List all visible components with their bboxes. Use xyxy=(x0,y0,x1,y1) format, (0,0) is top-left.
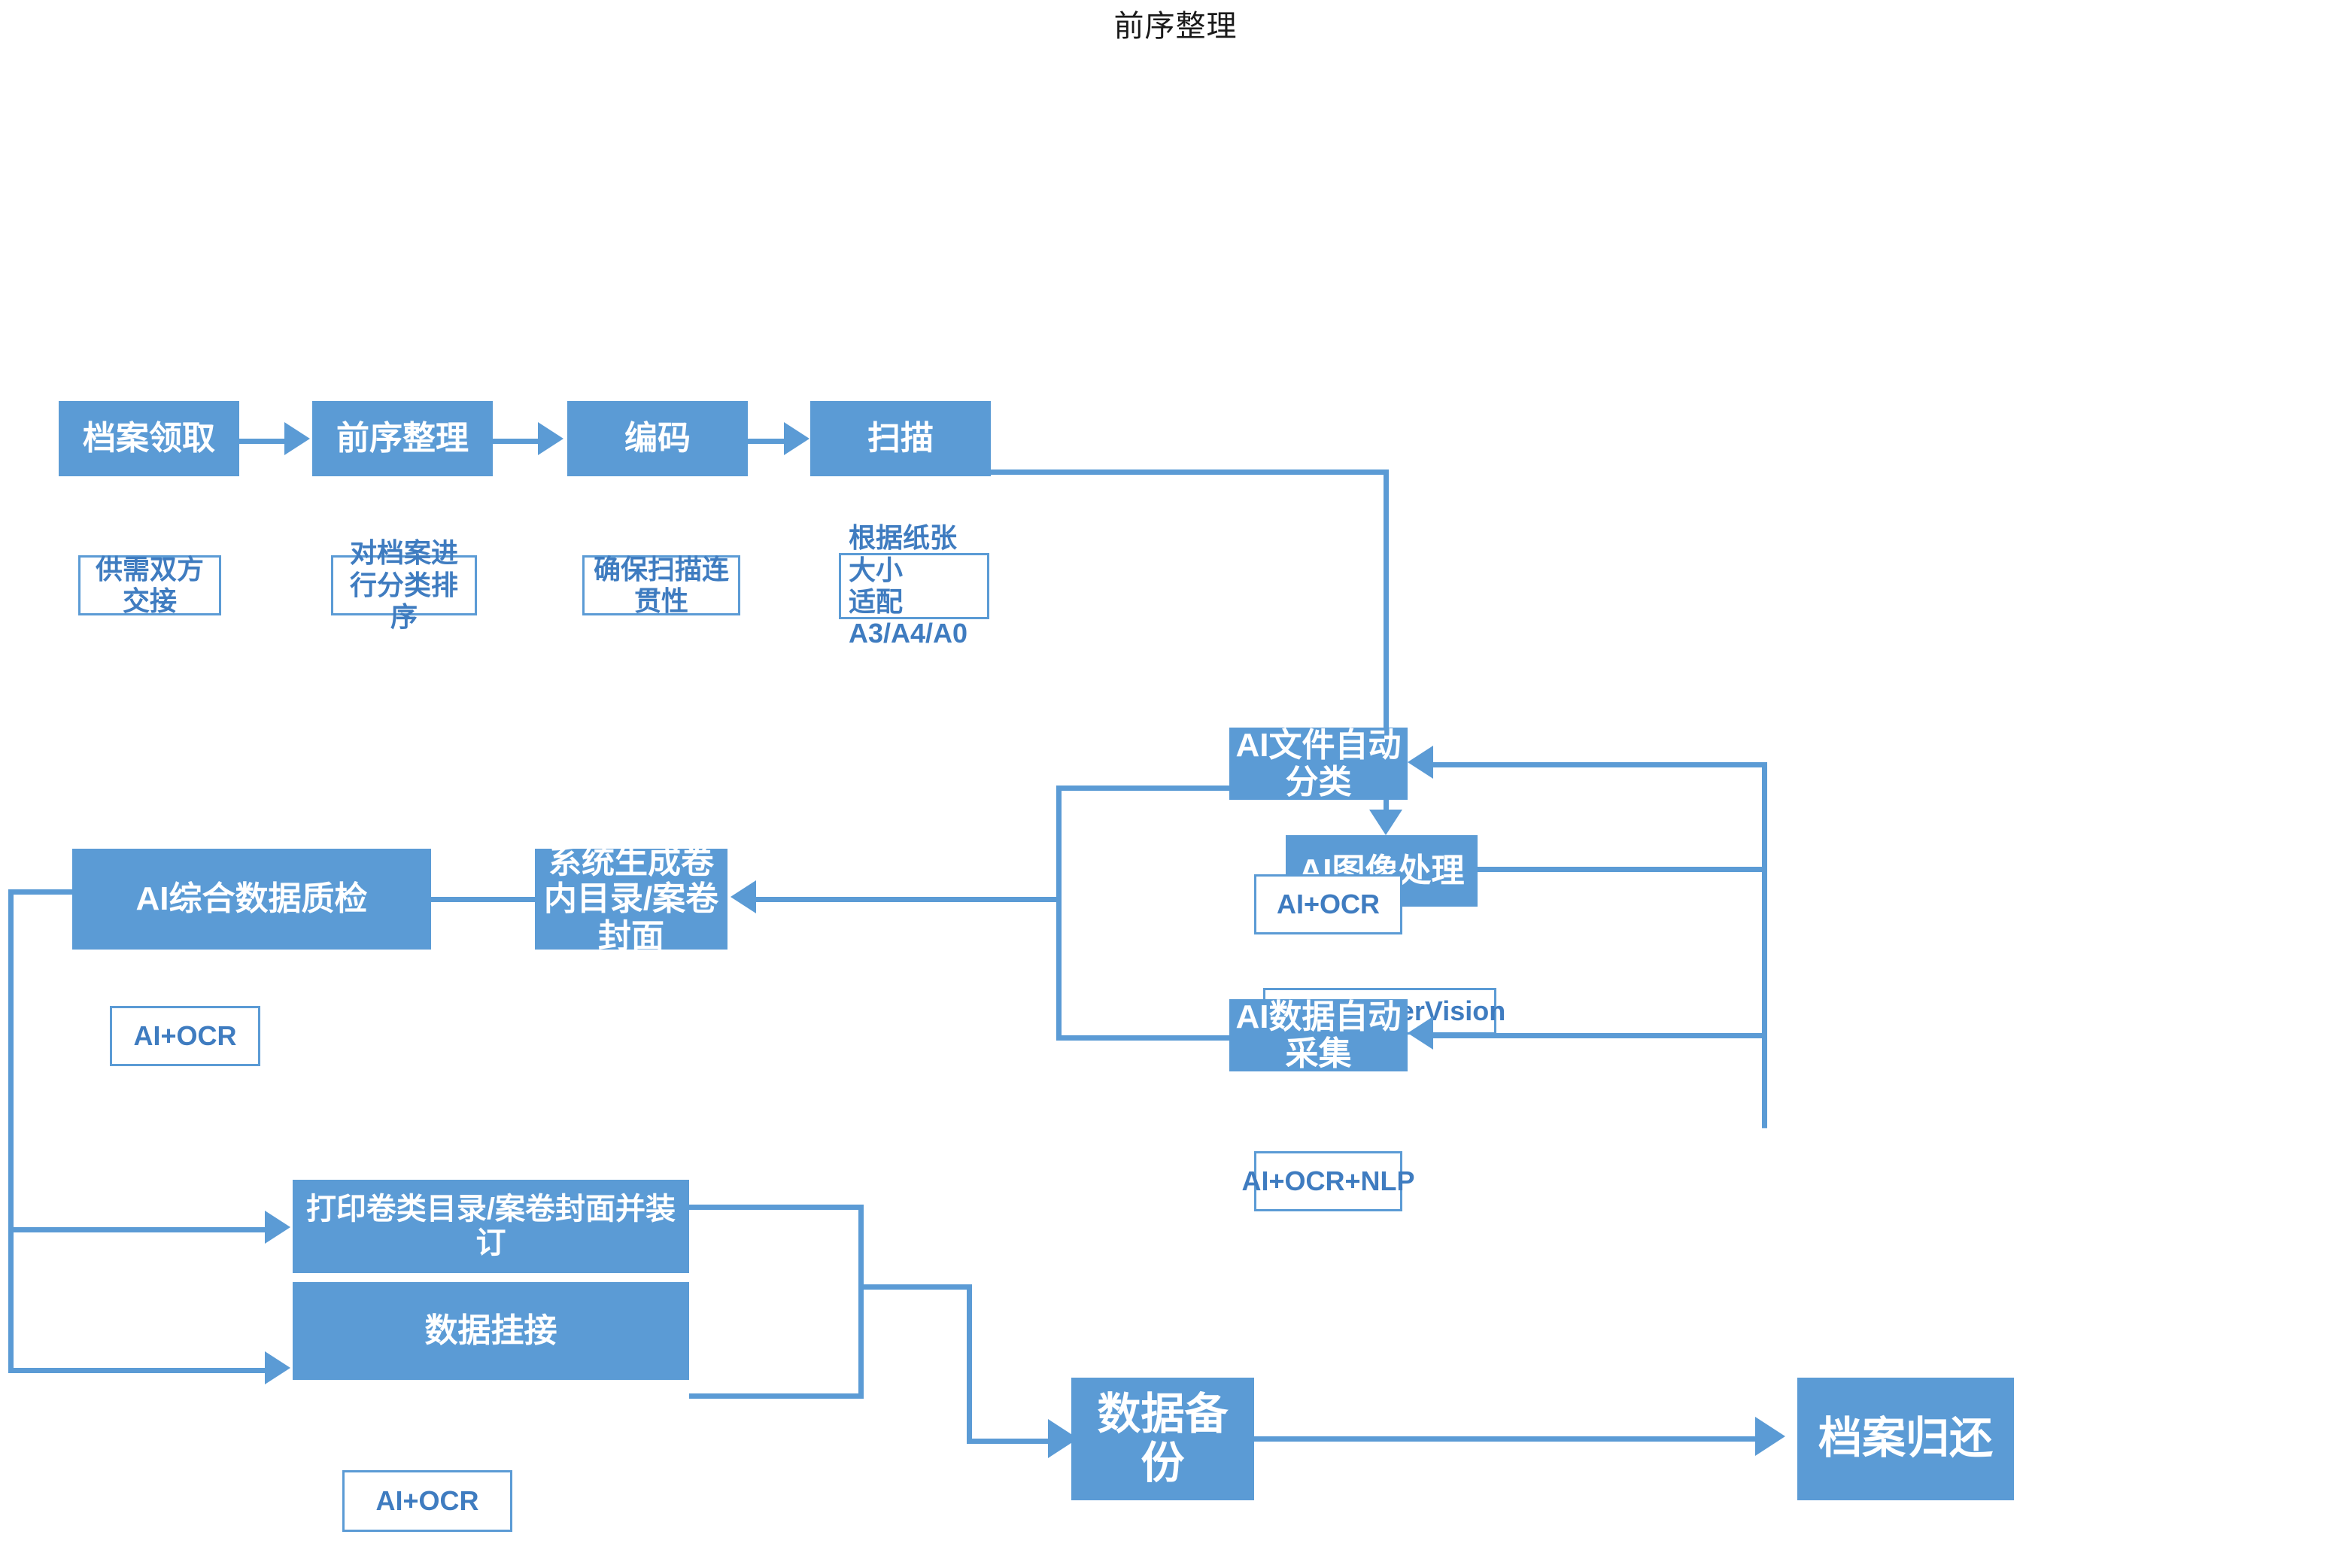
arrowhead-to-print-bind xyxy=(265,1211,290,1244)
caption-data-mount: AI+OCR xyxy=(342,1470,512,1532)
node-archive-receive[interactable]: 档案领取 xyxy=(59,401,239,476)
connector-lower-bus-right xyxy=(858,1284,972,1290)
connector-scan-right xyxy=(991,469,1389,475)
node-encoding[interactable]: 编码 xyxy=(567,401,748,476)
connector-catalog-to-qc xyxy=(431,897,536,902)
arrowhead-to-data-mount xyxy=(265,1351,290,1384)
caption-ai-data-capture: AI+OCR+NLP xyxy=(1241,1151,1415,1211)
connector-bus-to-mount xyxy=(8,1368,268,1373)
node-ai-data-qc[interactable]: AI综合数据质检 xyxy=(72,849,431,950)
connector-presort-to-encoding xyxy=(493,439,539,444)
arrowhead-to-ai-file-classify xyxy=(1408,746,1433,779)
connector-bus-to-catalog xyxy=(756,897,1059,902)
arrowhead-presort-to-encoding xyxy=(538,422,563,455)
connector-left-bus xyxy=(8,889,14,1372)
connector-classify-left xyxy=(1056,786,1232,791)
connector-bus-to-print xyxy=(8,1227,268,1232)
connector-bus-to-capture xyxy=(1433,1033,1764,1038)
connector-into-backup xyxy=(967,1439,1051,1444)
arrowhead-scan-to-ai-image xyxy=(1369,810,1402,835)
connector-bus-to-classify xyxy=(1433,762,1764,767)
node-data-backup[interactable]: 数据备份 xyxy=(1071,1378,1254,1500)
node-archive-return[interactable]: 档案归还 xyxy=(1797,1378,2014,1500)
node-ai-file-classify[interactable]: AI文件自动分类 xyxy=(1229,727,1408,801)
arrowhead-to-archive-return xyxy=(1755,1417,1785,1456)
caption-scan-line2: 适配A3/A4/A0 xyxy=(849,586,968,649)
connector-print-right xyxy=(689,1205,864,1210)
connector-scan-down xyxy=(1384,469,1389,812)
node-data-mount[interactable]: 数据挂接 xyxy=(293,1282,689,1380)
page-title: 前序整理 xyxy=(1113,9,1238,43)
connector-mount-right xyxy=(689,1393,864,1399)
caption-encoding: 确保扫描连贯性 xyxy=(582,554,740,616)
node-pre-sort[interactable]: 前序整理 xyxy=(312,401,493,476)
node-system-generate-catalog[interactable]: 系统生成卷内目录/案卷封面 xyxy=(535,843,727,955)
connector-right-bus xyxy=(1762,762,1767,1035)
arrowhead-encoding-to-scan xyxy=(784,422,809,455)
arrowhead-to-catalog xyxy=(731,880,756,913)
caption-scan: 根据纸张大小 适配A3/A4/A0 xyxy=(839,522,989,649)
caption-scan-line1: 根据纸张大小 xyxy=(849,522,958,585)
connector-down-to-backup xyxy=(967,1284,972,1444)
arrowhead-receive-to-presort xyxy=(284,422,310,455)
connector-aiimage-left-stub xyxy=(1478,867,1767,872)
node-scan[interactable]: 扫描 xyxy=(810,401,991,476)
connector-capture-left xyxy=(1056,1035,1232,1041)
arrowhead-to-ai-data-capture xyxy=(1408,1016,1433,1050)
caption-archive-receive: 供需双方交接 xyxy=(78,554,221,616)
connector-backup-to-return xyxy=(1254,1436,1758,1442)
connector-lower-bus xyxy=(858,1205,864,1396)
connector-mid-bus xyxy=(1056,786,1062,1038)
caption-ai-file-classify: AI+OCR xyxy=(1254,874,1402,934)
connector-receive-to-presort xyxy=(239,439,286,444)
node-print-bind[interactable]: 打印卷类目录/案卷封面并装订 xyxy=(293,1180,689,1273)
caption-pre-sort: 对档案进行分类排序 xyxy=(331,537,477,632)
node-ai-data-capture[interactable]: AI数据自动采集 xyxy=(1229,998,1408,1072)
connector-qc-left-stub xyxy=(8,889,77,895)
connector-encoding-to-scan xyxy=(748,439,785,444)
caption-ai-data-qc: AI+OCR xyxy=(110,1006,260,1066)
